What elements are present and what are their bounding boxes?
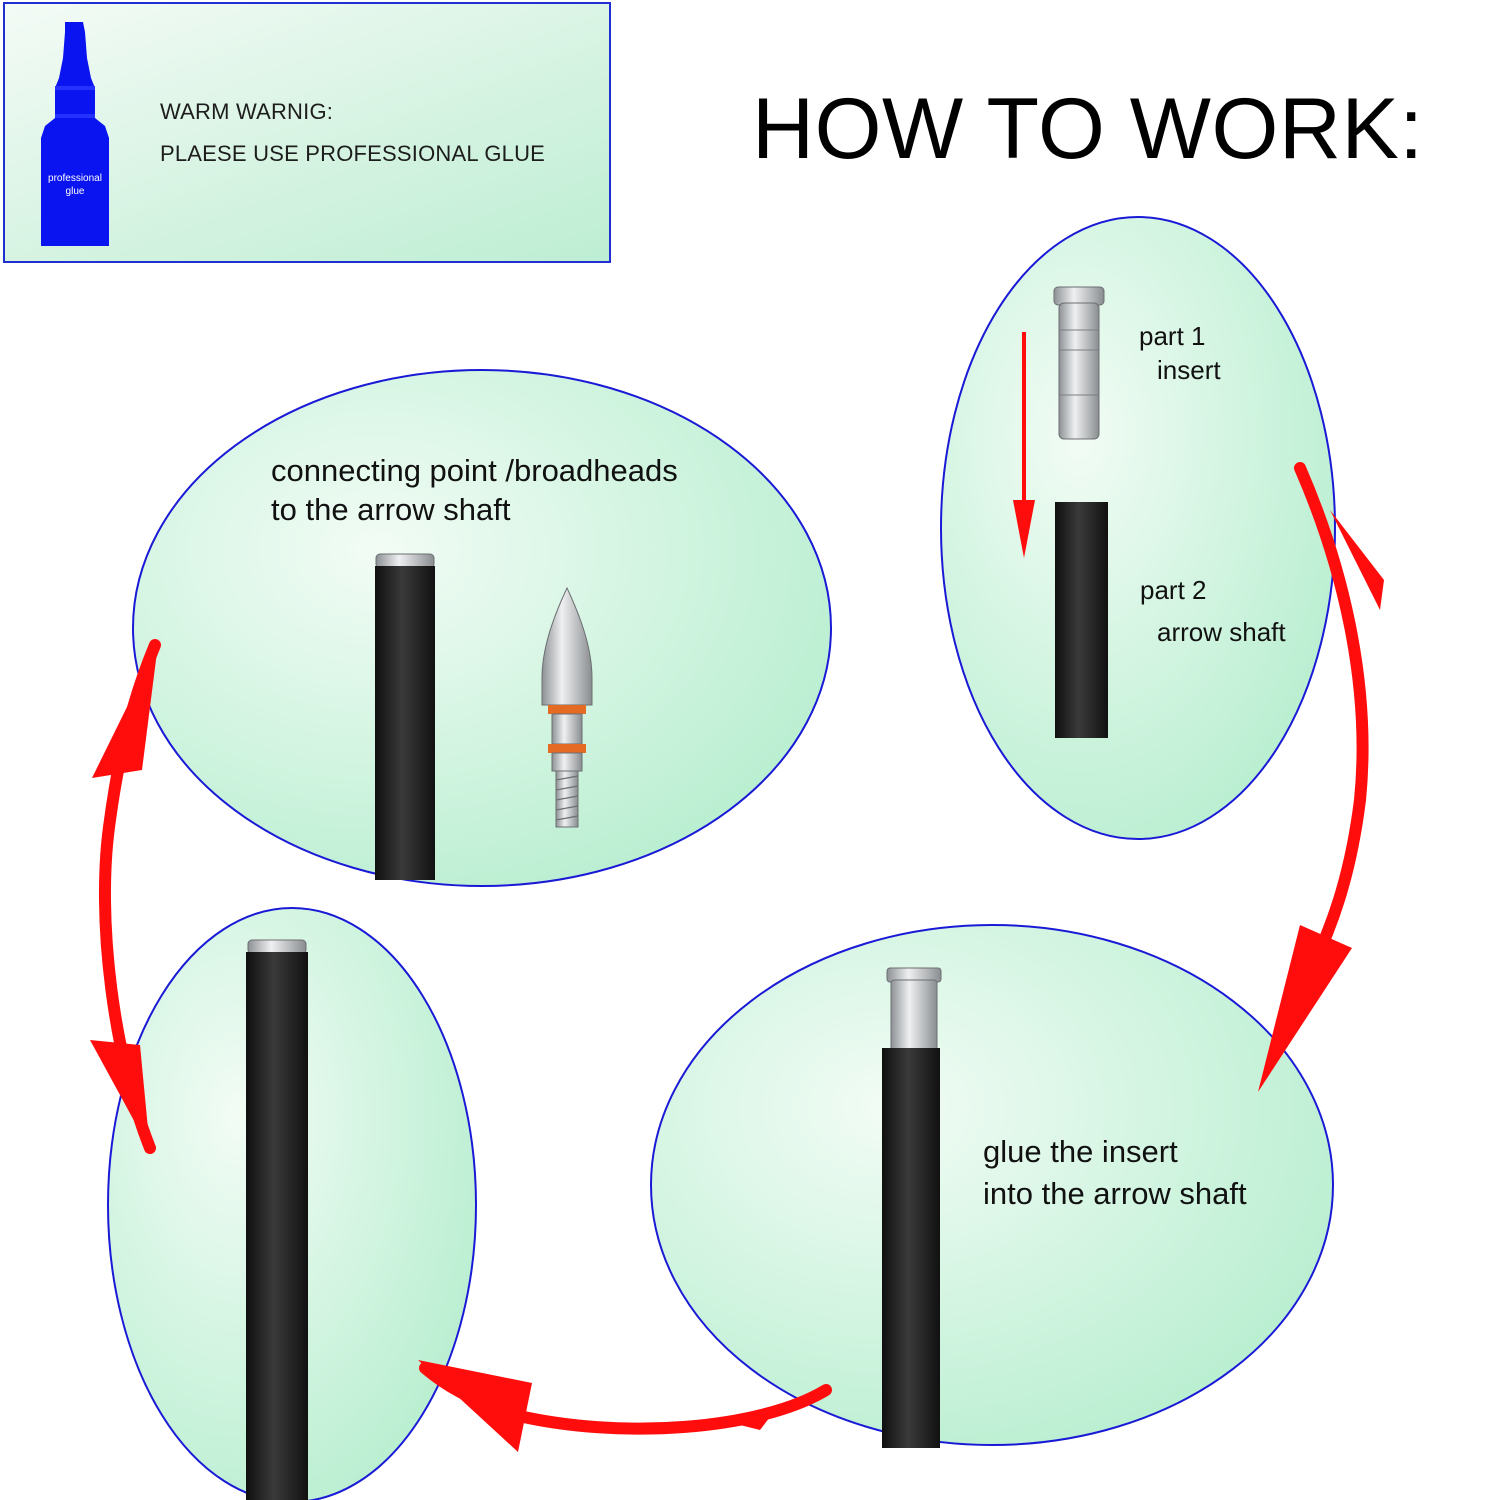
part-1-name: insert	[1157, 355, 1221, 385]
step-4-caption-line-1: connecting point /broadheads	[271, 453, 678, 488]
part-1-title: part 1	[1139, 321, 1206, 351]
glue-bottle-label: professional glue	[37, 172, 113, 198]
warning-box: professional glue WARM WARNIG: PLAESE US…	[3, 2, 611, 263]
step-2-bubble	[650, 924, 1334, 1446]
arrow-shaft-piece-icon	[1055, 502, 1108, 738]
warning-message: PLAESE USE PROFESSIONAL GLUE	[160, 141, 546, 166]
step-4-bubble	[132, 369, 832, 887]
part-2-title: part 2	[1140, 575, 1207, 605]
step-2-caption-line-2: into the arrow shaft	[983, 1176, 1247, 1211]
glue-label-line-2: glue	[65, 186, 85, 197]
cycle-arrowheads	[90, 510, 1384, 1452]
warning-title: WARM WARNIG:	[160, 99, 334, 124]
step-4-shaft-icon	[375, 553, 435, 880]
step-3-shaft-icon	[246, 939, 308, 1500]
step-4-caption-line-2: to the arrow shaft	[271, 492, 511, 527]
glue-label-line-1: professional	[48, 173, 102, 184]
glue-bottle-icon	[41, 22, 109, 246]
insert-icon	[1053, 286, 1105, 440]
step-2-caption-line-1: glue the insert	[983, 1134, 1178, 1169]
part-2-name: arrow shaft	[1157, 617, 1286, 647]
page-title: HOW TO WORK:	[752, 81, 1424, 177]
down-arrow-icon	[1013, 332, 1035, 558]
field-point-icon	[541, 586, 593, 828]
step-1-bubble	[940, 216, 1336, 840]
shaft-with-insert-icon	[882, 967, 942, 1448]
